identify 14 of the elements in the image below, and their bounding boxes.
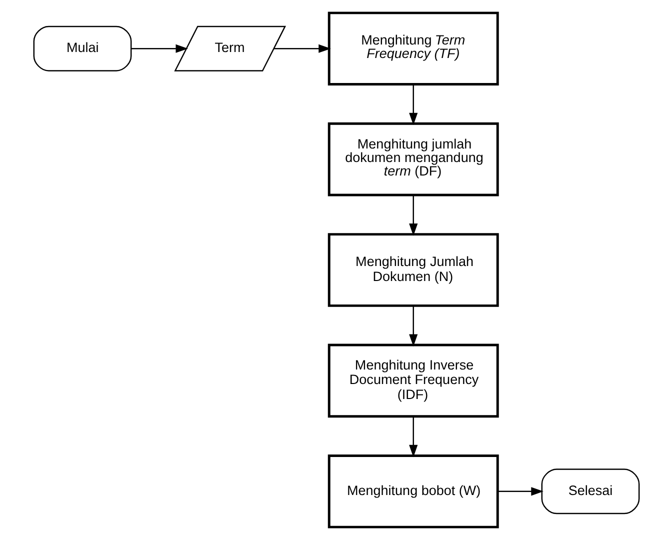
arrow: [408, 416, 418, 458]
node-box: Menghitung Term Frequency (TF): [327, 12, 498, 86]
node-box: Menghitung jumlah dokumen mengandung term (DF): [327, 122, 498, 196]
arrow: [274, 44, 330, 53]
arrow: [408, 84, 418, 126]
arrow: [408, 195, 418, 236]
arrow: [408, 306, 418, 347]
node-box: Menghitung bobot (W): [327, 454, 498, 528]
node-box: Mulai: [32, 26, 132, 72]
arrow: [497, 487, 543, 496]
node-box: Selesai: [540, 468, 640, 514]
node-box: Menghitung Inverse Document Frequency (IDF): [327, 344, 498, 418]
arrow: [131, 44, 188, 53]
node-box: Menghitung Jumlah Dokumen (N): [327, 233, 498, 307]
